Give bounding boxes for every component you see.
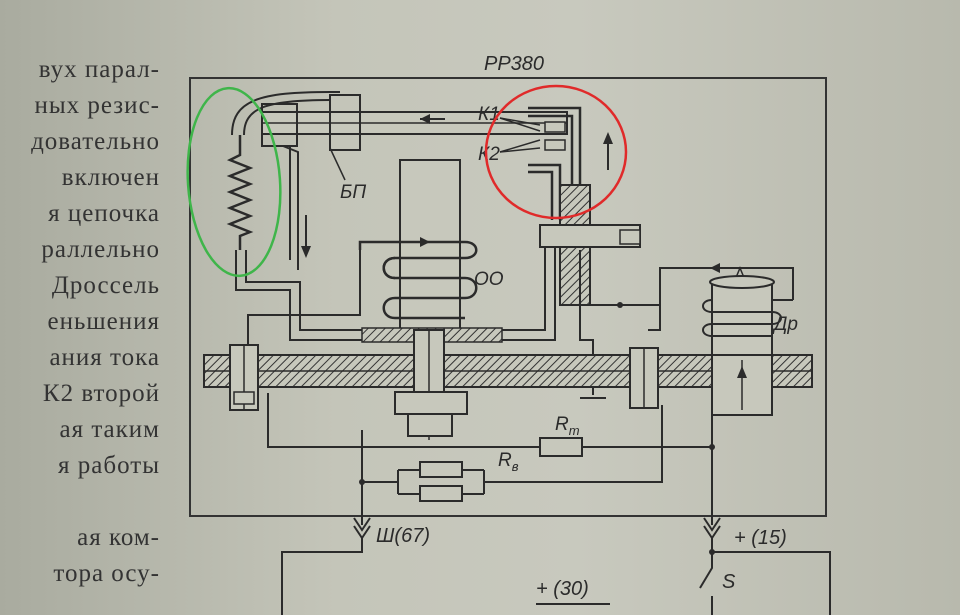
bimetal-strip (231, 91, 340, 136)
label-oo: ОО (474, 269, 504, 290)
text-line: К2 второй (42, 380, 160, 407)
contact-k1-arm (528, 106, 582, 220)
label-plus15: + (15) (734, 527, 787, 549)
resistor-rt (539, 437, 583, 457)
label-sh: Ш(67) (376, 525, 430, 547)
resistor-rv-2 (419, 485, 463, 502)
label-k2: К2 (478, 144, 500, 165)
text-line: тора осу- (53, 560, 160, 587)
terminal-left (229, 344, 259, 411)
green-highlight-circle (186, 86, 282, 278)
bimetal-spring (226, 135, 254, 250)
terminal-right-1 (629, 347, 659, 409)
text-line: вух парал- (38, 56, 160, 83)
text-line: я работы (58, 452, 160, 479)
resistor-rv-1 (419, 461, 463, 478)
text-line: ая ком- (77, 524, 160, 551)
coil-dr (702, 299, 782, 337)
left-conductor-2 (245, 230, 546, 331)
label-rv: Rв (498, 450, 519, 474)
label-dr: Др (772, 314, 798, 335)
relay-core (399, 159, 461, 331)
text-line: я цепочка (48, 200, 160, 227)
text-line: ных резис- (34, 92, 160, 119)
label-rt: Rт (555, 414, 580, 438)
text-line: ания тока (49, 344, 160, 371)
red-highlight-circle (484, 84, 628, 220)
label-bp: БП (340, 182, 366, 203)
label-k1: К1 (478, 104, 500, 125)
text-line: Дроссель (51, 272, 160, 299)
text-line: включен (61, 164, 160, 191)
terminal-right-2 (711, 354, 773, 416)
text-line: раллельно (41, 236, 160, 263)
wire-rv (361, 435, 398, 483)
text-line: довательно (31, 128, 160, 155)
body-text-column: вух парал- ных резис- довательно включен… (0, 52, 160, 592)
terminal-center (394, 329, 468, 440)
label-plus30: + (30) (536, 578, 589, 600)
text-line: ая таким (59, 416, 160, 443)
choke-core (711, 281, 773, 363)
regulator-frame (189, 77, 827, 517)
label-s: S (722, 571, 736, 593)
switch-s (699, 552, 713, 615)
text-line: еньшения (47, 308, 160, 335)
wire-rt (267, 393, 540, 448)
diagram-title: PP380 (484, 53, 544, 75)
left-conductor (235, 230, 556, 341)
